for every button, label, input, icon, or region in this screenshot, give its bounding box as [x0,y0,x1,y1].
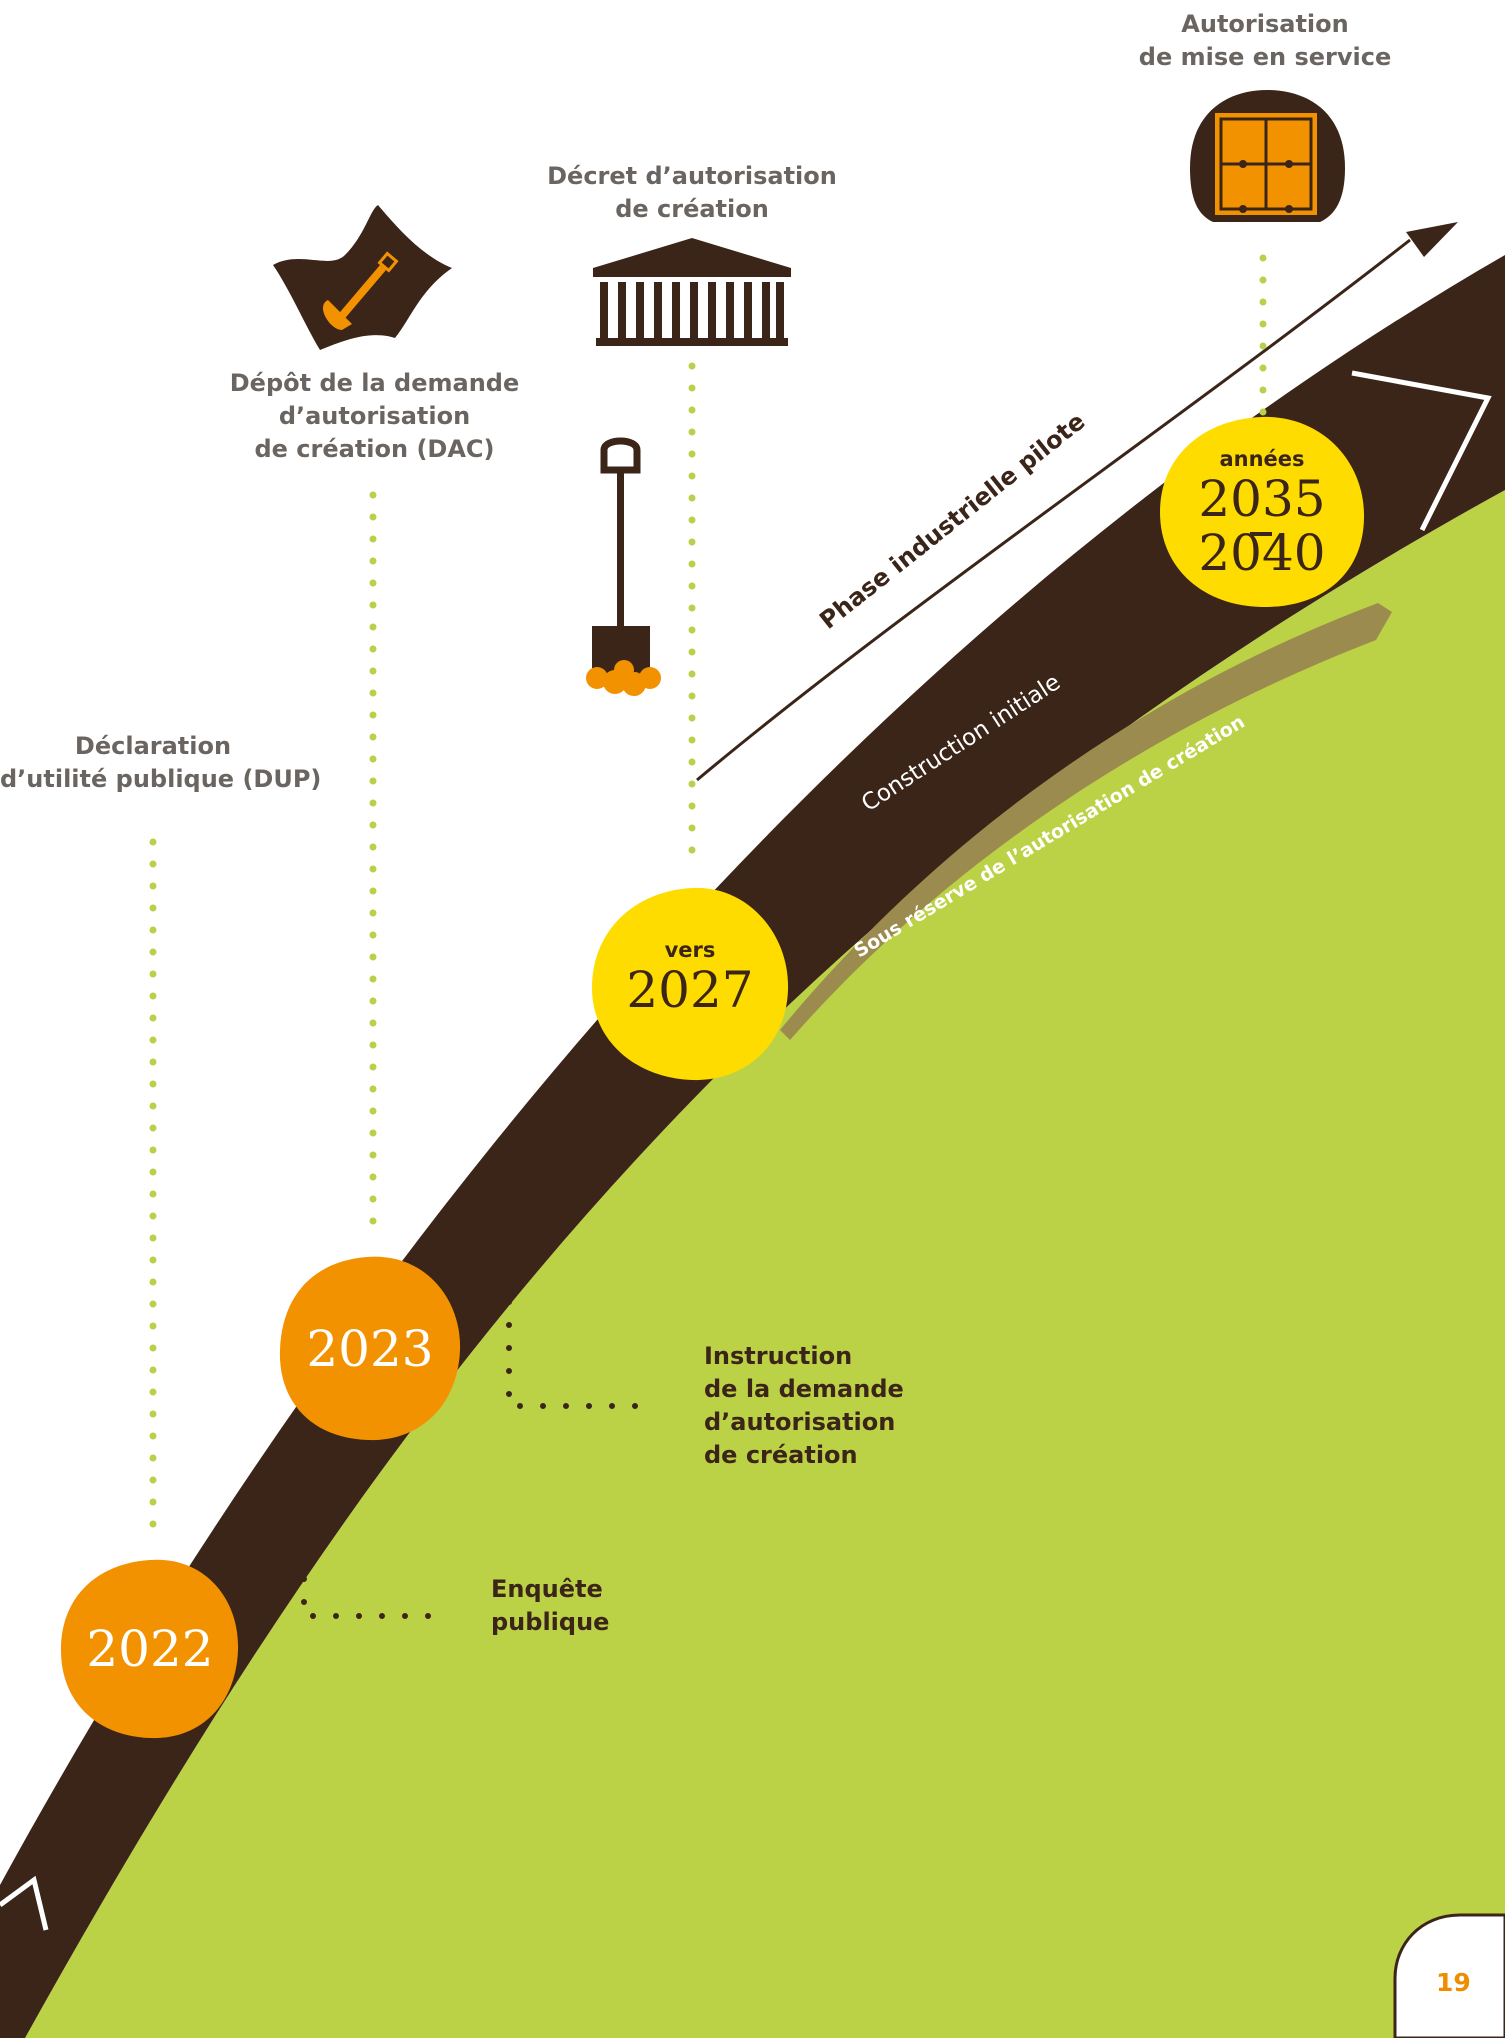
year-2035-prefix: années [1219,447,1305,471]
green-field [25,490,1505,2038]
map-shovel-icon [273,205,452,350]
dac-label-line-2: d’autorisation [278,402,471,430]
mise-en-service-label-line-2: de mise en service [1138,43,1392,71]
page-number: 19 [1436,1968,1471,1997]
dac-label-line-1: Dépôt de la demande [229,369,520,397]
dac-label: Dépôt de la demande d’autorisation de cr… [222,367,527,466]
dac-label-line-3: de création (DAC) [254,435,495,463]
year-2027-value: 2027 [626,961,754,1019]
decret-label-line-1: Décret d’autorisation [547,162,837,190]
road-chevron-start [0,1875,49,1931]
instruction-label-line-1: Instruction [704,1342,853,1370]
decret-label-line-2: de création [615,195,769,223]
year-2035-blob [1160,416,1365,608]
government-building-icon [593,238,791,346]
page-tab [1393,1913,1505,2038]
enquete-label: Enquête publique [491,1573,609,1639]
year-2027-prefix: vers [664,938,716,962]
mise-en-service-label: Autorisation de mise en service [1115,8,1415,74]
shovel-icon [586,437,661,696]
dup-label: Déclaration d’utilité publique (DUP) [0,730,322,796]
year-range-dash [1250,532,1272,536]
timeline-road [0,255,1505,2038]
year-2023-label: 2023 [306,1320,434,1378]
year-2023-blob [279,1256,461,1441]
reserve-band [780,603,1392,1040]
mise-en-service-label-line-1: Autorisation [1181,10,1349,38]
instruction-label-line-2: de la demande [704,1375,904,1403]
decret-label: Décret d’autorisation de création [542,160,842,226]
year-2027-blob [592,887,789,1081]
year-2022-blob [60,1559,239,1739]
year-2022-label: 2022 [86,1620,214,1678]
dup-label-line-1: Déclaration [74,732,232,760]
instruction-label: Instruction de la demande d’autorisation… [704,1340,904,1472]
dup-label-line-2: d’utilité publique (DUP) [0,765,322,793]
enquete-label-line-2: publique [491,1608,610,1636]
enquete-label-line-1: Enquête [491,1575,603,1603]
year-2035-value: 2035 [1198,470,1326,528]
pilot-arrow-head [1406,222,1458,257]
year-2027-label: vers 2027 [592,936,788,1016]
year-2035-2040-label: années 2035 2040 [1160,445,1364,579]
instruction-label-line-3: d’autorisation [704,1408,896,1436]
instruction-label-line-4: de création [704,1441,858,1469]
road-chevron-end [1351,370,1492,532]
pilot-phase-arrow [696,238,1411,782]
reactor-core-icon [1190,90,1345,222]
